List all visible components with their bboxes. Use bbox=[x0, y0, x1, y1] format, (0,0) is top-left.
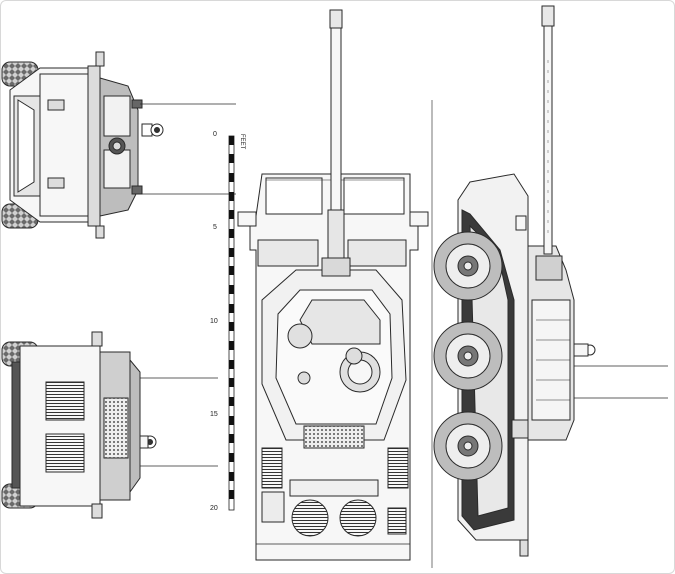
engine-fan-left bbox=[291, 499, 329, 537]
side-wheel-2 bbox=[433, 321, 503, 391]
rear-view bbox=[1, 331, 218, 519]
scale-tick-0: 0 bbox=[213, 131, 217, 138]
side-wheel-1 bbox=[433, 231, 503, 301]
scale-tick-5: 5 bbox=[213, 224, 217, 231]
scale-tick-15: 15 bbox=[210, 411, 218, 418]
side-wheel-3 bbox=[433, 411, 503, 481]
engine-fan-right bbox=[339, 499, 377, 537]
top-view bbox=[237, 9, 429, 561]
scale-tick-10: 10 bbox=[210, 318, 218, 325]
scale-tick-20: 20 bbox=[210, 505, 218, 512]
front-view bbox=[1, 51, 236, 239]
scale-bar bbox=[228, 135, 235, 511]
side-view bbox=[433, 5, 668, 557]
rear-hull bbox=[19, 345, 101, 507]
